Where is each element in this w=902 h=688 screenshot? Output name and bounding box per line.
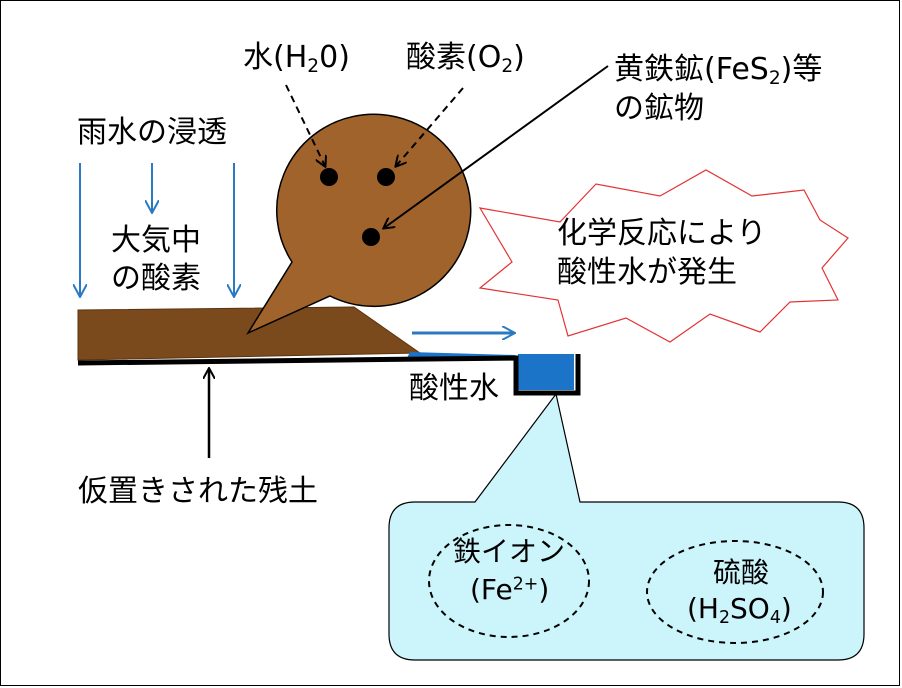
sulfuric-acid-ellipse [646, 540, 824, 644]
oxygen-dot [377, 168, 395, 186]
acid-water-basin [518, 354, 574, 390]
iron-ion-label-line2: (Fe2+) [470, 573, 550, 606]
mineral-arrow [384, 65, 609, 228]
oxygen-label: 酸素(O2) [406, 40, 525, 78]
iron-ion-ellipse [428, 524, 590, 638]
pyrite-label-line1: 黄鉄鉱(FeS2)等 [614, 52, 823, 90]
reaction-burst [478, 169, 849, 343]
air-oxygen-label-line1: 大気中 [111, 223, 201, 258]
oxygen-arrow [396, 87, 464, 166]
iron-ion-label-line1: 鉄イオン [453, 535, 566, 568]
air-oxygen-label-line2: の酸素 [111, 261, 201, 296]
reaction-label-line2: 酸性水が発生 [557, 255, 737, 290]
water-arrow [285, 84, 325, 166]
acid-water-label: 酸性水 [409, 371, 499, 406]
ore-bubble [246, 113, 472, 335]
pyrite-label-line2: の鉱物 [614, 91, 704, 126]
ion-callout [388, 392, 865, 661]
soil-pile [77, 306, 422, 361]
water-dot [320, 168, 338, 186]
rain-label: 雨水の浸透 [77, 115, 227, 150]
soil-label: 仮置きされた残土 [78, 474, 318, 509]
sulfuric-acid-label-line1: 硫酸 [713, 556, 770, 589]
sulfuric-acid-label-line2: (H2SO4) [687, 592, 792, 628]
ground-line [77, 354, 581, 396]
reaction-label-line1: 化学反応により [557, 216, 767, 251]
water-label: 水(H20) [243, 40, 350, 78]
mineral-dot [362, 228, 380, 246]
